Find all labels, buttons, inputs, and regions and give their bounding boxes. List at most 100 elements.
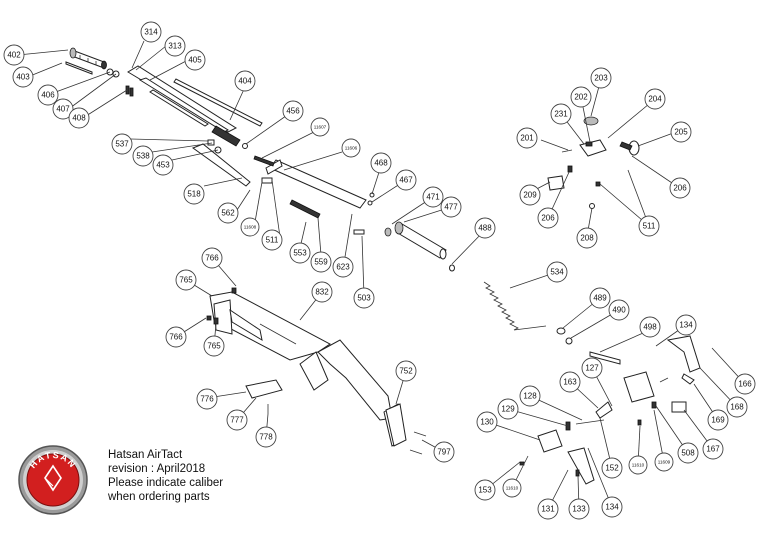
- callout-511a: 511: [261, 229, 283, 251]
- callout-127: 127: [581, 357, 603, 379]
- callout-circle: [590, 67, 612, 89]
- callout-label: 206: [673, 184, 687, 193]
- callout-circle: [669, 177, 691, 199]
- muzzle-brake-drawing: [65, 47, 134, 97]
- callout-label: 488: [478, 224, 492, 233]
- callout-468: 468: [370, 152, 392, 174]
- callout-label: 203: [594, 74, 608, 83]
- callout-553: 553: [289, 242, 311, 264]
- callout-508: 508: [677, 442, 699, 464]
- callout-label: 201: [520, 134, 534, 143]
- callout-206b: 206: [537, 207, 559, 229]
- callout-circle: [576, 227, 598, 249]
- callout-label: 209: [523, 191, 537, 200]
- callout-circle: [628, 455, 648, 475]
- callout-circle: [726, 396, 748, 418]
- callout-label: 498: [643, 323, 657, 332]
- callout-label: 11610: [506, 486, 519, 491]
- callout-circle: [152, 154, 174, 176]
- callout-518: 518: [183, 183, 205, 205]
- callout-circle: [502, 478, 522, 498]
- callout-circle: [184, 49, 206, 71]
- callout-label: 231: [554, 110, 568, 119]
- callout-circle: [519, 385, 541, 407]
- callout-label: 313: [168, 42, 182, 51]
- callout-label: 776: [200, 395, 214, 404]
- callout-534: 534: [546, 261, 568, 283]
- callout-169: 169: [707, 409, 729, 431]
- callout-circle: [516, 127, 538, 149]
- callout-204: 204: [644, 88, 666, 110]
- guide-rod-drawing: [589, 351, 621, 365]
- callout-label: 405: [188, 56, 202, 65]
- compression-tube-drawing: [253, 155, 375, 235]
- callout-label: 168: [730, 403, 744, 412]
- callout-label: 778: [259, 433, 273, 442]
- ordering-note-line2: when ordering parts: [108, 491, 210, 503]
- callout-498: 498: [639, 316, 661, 338]
- callout-circle: [132, 145, 154, 167]
- callout-label: 169: [711, 416, 725, 425]
- callout-circle: [474, 217, 496, 239]
- callout-label: 167: [706, 445, 720, 454]
- callout-776: 776: [196, 388, 218, 410]
- callout-537: 537: [111, 133, 133, 155]
- callout-766b: 766: [165, 326, 187, 348]
- callout-label: 832: [315, 288, 329, 297]
- callout-label: 11606: [345, 146, 358, 151]
- washer-drawing: [556, 327, 566, 335]
- callout-label: 538: [136, 152, 150, 161]
- callout-471: 471: [422, 186, 444, 208]
- callout-circle: [638, 215, 660, 237]
- callout-circle: [608, 299, 630, 321]
- callout-circle: [289, 242, 311, 264]
- callout-label: 166: [738, 380, 752, 389]
- caption-block: Hatsan AirTact revision : April2018 Plea…: [108, 448, 223, 504]
- callout-766a: 766: [201, 247, 223, 269]
- callout-314: 314: [140, 21, 162, 43]
- rear-sight-drawing: [547, 116, 640, 209]
- callout-206a: 206: [669, 177, 691, 199]
- callout-label: 766: [169, 333, 183, 342]
- callout-circle: [537, 498, 559, 520]
- butt-pad-drawing: [385, 403, 407, 447]
- callout-511b: 511: [638, 215, 660, 237]
- callout-label: 11610: [632, 463, 645, 468]
- callout-circle: [37, 84, 59, 106]
- callout-circle: [395, 169, 417, 191]
- callout-503: 503: [353, 287, 375, 309]
- callout-circle: [201, 247, 223, 269]
- callout-407: 407: [52, 98, 74, 120]
- callout-circle: [568, 498, 590, 520]
- callout-313: 313: [164, 35, 186, 57]
- callout-405: 405: [184, 49, 206, 71]
- callout-circle: [644, 88, 666, 110]
- callout-562: 562: [217, 202, 239, 224]
- callout-label: 153: [478, 486, 492, 495]
- callout-label: 766: [205, 254, 219, 263]
- callout-label: 797: [437, 448, 451, 457]
- callout-circle: [675, 314, 697, 336]
- callout-168: 168: [726, 396, 748, 418]
- callout-134b: 134: [601, 496, 623, 518]
- callout-201: 201: [516, 127, 538, 149]
- callout-label: 752: [399, 367, 413, 376]
- callout-408: 408: [68, 107, 90, 129]
- callout-label: 490: [612, 306, 626, 315]
- callout-circle: [639, 316, 661, 338]
- callout-circle: [12, 66, 34, 88]
- callout-11610a: 11610: [628, 455, 648, 475]
- callout-label: 489: [593, 294, 607, 303]
- callout-circle: [3, 44, 25, 66]
- callout-490: 490: [608, 299, 630, 321]
- piston-drawing: [384, 221, 455, 272]
- callout-circle: [476, 411, 498, 433]
- callout-label: 468: [374, 159, 388, 168]
- callout-circle: [111, 133, 133, 155]
- callout-208: 208: [576, 227, 598, 249]
- callout-778: 778: [255, 426, 277, 448]
- callout-label: 127: [585, 364, 599, 373]
- callout-circle: [433, 441, 455, 463]
- callout-489: 489: [589, 287, 611, 309]
- callout-765a: 765: [175, 269, 197, 291]
